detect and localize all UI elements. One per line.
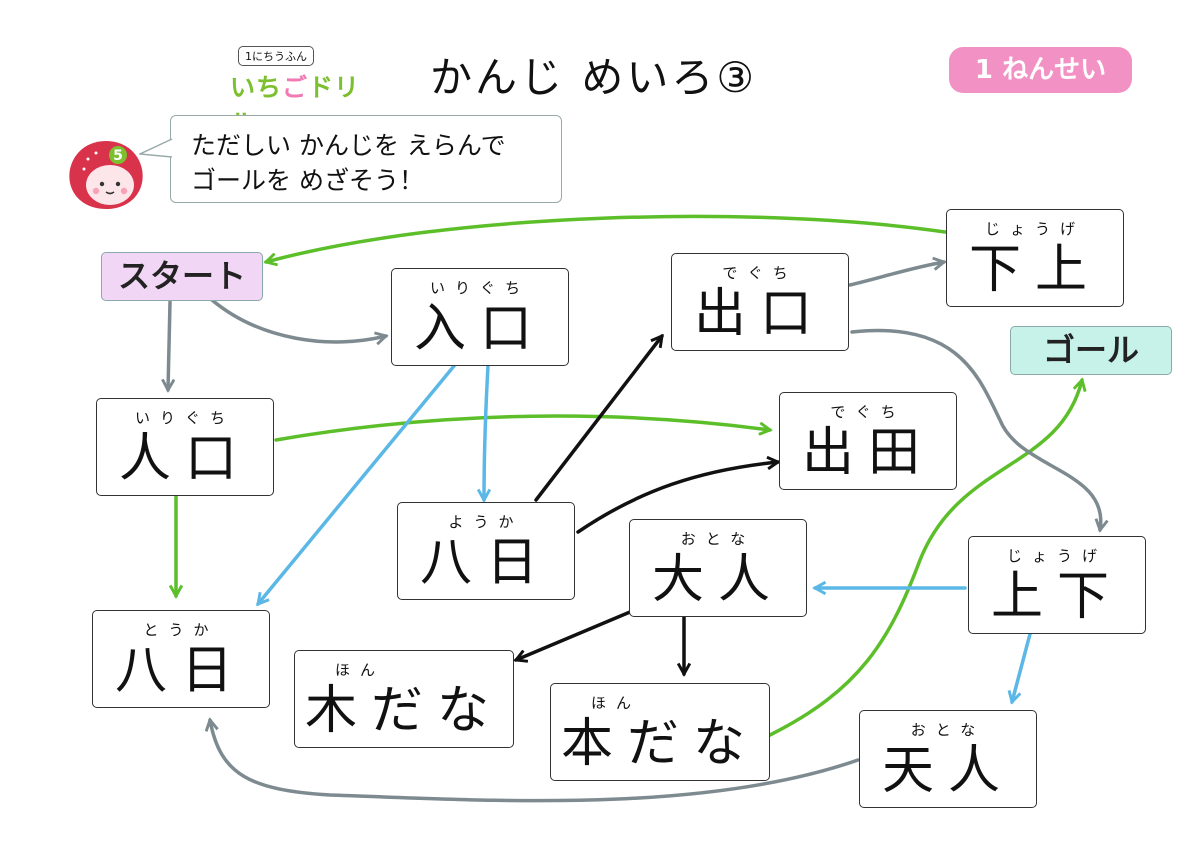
arrow-jouge-to-otona-wrong bbox=[1012, 632, 1032, 702]
card-kanji: 大人 bbox=[651, 550, 784, 610]
card-kanji: 木だな bbox=[304, 681, 503, 741]
arrow-otona-to-hondana-wrong bbox=[516, 610, 632, 660]
card-jouge-correct[interactable]: じょうげ 上下 bbox=[968, 536, 1146, 634]
card-reading: ようか bbox=[448, 513, 524, 531]
card-reading: いりぐち bbox=[429, 279, 530, 297]
arrow-otona-wrong-to-touka bbox=[210, 720, 860, 803]
arrow-start-to-iriguchi-wrong bbox=[168, 300, 170, 390]
arrow-youka-to-deguchi-wrong bbox=[576, 462, 778, 534]
card-deguchi-correct[interactable]: でぐち 出口 bbox=[671, 253, 849, 351]
card-reading: おとな bbox=[680, 530, 756, 548]
start-label[interactable]: スタート bbox=[101, 252, 263, 301]
brand-logo: 1にちうふん いちごドリル bbox=[228, 46, 378, 138]
card-kanji: 八日 bbox=[114, 641, 247, 701]
card-kanji: 天人 bbox=[881, 741, 1014, 801]
card-reading: でぐち bbox=[830, 403, 906, 421]
arrow-hondana-to-goal bbox=[768, 380, 1082, 737]
card-reading: じょうげ bbox=[984, 220, 1085, 238]
brand-name-part2: ご bbox=[282, 73, 309, 102]
arrow-goal-from-jouge-wrong bbox=[266, 214, 947, 262]
card-reading: とうか bbox=[143, 621, 219, 639]
card-kanji: 本だな bbox=[560, 714, 759, 774]
arrow-deguchi-to-jouge-wrong bbox=[848, 262, 944, 287]
card-reading: ほん bbox=[591, 694, 642, 712]
arrow-deguchi-to-jouge bbox=[850, 328, 1101, 530]
card-reading: ほん bbox=[335, 661, 386, 679]
brand-tagline: 1にちうふん bbox=[238, 46, 314, 66]
page-title: かんじ めいろ③ bbox=[430, 53, 758, 102]
card-reading: いりぐち bbox=[134, 409, 235, 427]
card-kanji: 上下 bbox=[990, 567, 1123, 627]
card-youka[interactable]: ようか 八日 bbox=[397, 502, 575, 600]
card-otona-correct[interactable]: おとな 大人 bbox=[629, 519, 807, 617]
arrow-iriguchi-to-touka bbox=[258, 364, 456, 604]
card-iriguchi-wrong[interactable]: いりぐち 人口 bbox=[96, 398, 274, 496]
instruction-bubble: ただしい かんじを えらんで ゴールを めざそう！ bbox=[170, 115, 562, 203]
mascot-badge: 5 bbox=[113, 148, 123, 164]
card-kanji: 出口 bbox=[693, 284, 826, 344]
card-reading: じょうげ bbox=[1006, 547, 1107, 565]
card-kanji: 八日 bbox=[419, 533, 552, 593]
card-deguchi-wrong[interactable]: でぐち 出田 bbox=[779, 392, 957, 490]
card-reading: でぐち bbox=[722, 264, 798, 282]
grade-badge: 1 ねんせい bbox=[949, 47, 1132, 93]
arrow-iriguchi-wrong-to-deguchi-wrong bbox=[274, 414, 770, 442]
card-reading: おとな bbox=[910, 721, 986, 739]
arrow-start-to-iriguchi bbox=[210, 298, 386, 342]
card-kanji: 出田 bbox=[801, 423, 934, 483]
card-hondana-correct[interactable]: ほん 本だな bbox=[550, 683, 770, 781]
brand-name-part1: いち bbox=[230, 73, 283, 102]
card-kanji: 下上 bbox=[968, 240, 1101, 300]
card-kanji: 入口 bbox=[413, 299, 546, 359]
card-hondana-wrong[interactable]: ほん 木だな bbox=[294, 650, 514, 748]
goal-label[interactable]: ゴール bbox=[1010, 326, 1172, 375]
strawberry-mascot-icon: 5 bbox=[69, 141, 143, 209]
arrow-youka-to-deguchi bbox=[534, 336, 662, 502]
card-kanji: 人口 bbox=[118, 429, 251, 489]
card-otona-wrong[interactable]: おとな 天人 bbox=[859, 710, 1037, 808]
instruction-line-2: ゴールを めざそう！ bbox=[191, 166, 424, 195]
card-touka[interactable]: とうか 八日 bbox=[92, 610, 270, 708]
bubble-tail bbox=[139, 138, 173, 158]
arrow-iriguchi-to-youka bbox=[484, 364, 488, 500]
instruction-line-1: ただしい かんじを えらんで bbox=[191, 131, 506, 160]
card-iriguchi-correct[interactable]: いりぐち 入口 bbox=[391, 268, 569, 366]
card-jouge-wrong[interactable]: じょうげ 下上 bbox=[946, 209, 1124, 307]
